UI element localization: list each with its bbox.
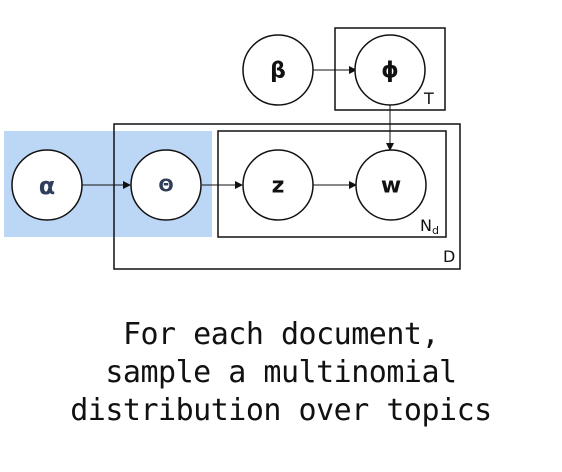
words-plate-label: Nd bbox=[420, 216, 439, 237]
node-phi-label: ϕ bbox=[381, 59, 399, 84]
node-theta-label: Θ bbox=[158, 176, 173, 197]
node-theta: Θ bbox=[130, 149, 202, 221]
node-z-label: z bbox=[272, 174, 285, 199]
node-beta: β bbox=[242, 34, 314, 106]
caption-line-1: For each document, bbox=[122, 317, 440, 352]
caption-line-2: sample a multinomial bbox=[105, 355, 457, 390]
caption: For each document, sample a multinomial … bbox=[0, 316, 562, 430]
node-beta-label: β bbox=[270, 59, 286, 84]
words-plate-label-sub: d bbox=[432, 224, 439, 237]
documents-plate bbox=[113, 123, 461, 270]
words-plate bbox=[217, 130, 447, 238]
node-alpha-label: α bbox=[39, 172, 56, 200]
words-plate-label-main: N bbox=[420, 216, 432, 235]
node-w: w bbox=[355, 149, 427, 221]
node-phi: ϕ bbox=[354, 34, 426, 106]
node-w-label: w bbox=[381, 174, 401, 199]
caption-line-3: distribution over topics bbox=[70, 393, 492, 428]
topics-plate-label: T bbox=[423, 89, 434, 108]
node-z: z bbox=[242, 149, 314, 221]
node-alpha: α bbox=[11, 149, 83, 221]
documents-plate-label: D bbox=[443, 247, 455, 266]
